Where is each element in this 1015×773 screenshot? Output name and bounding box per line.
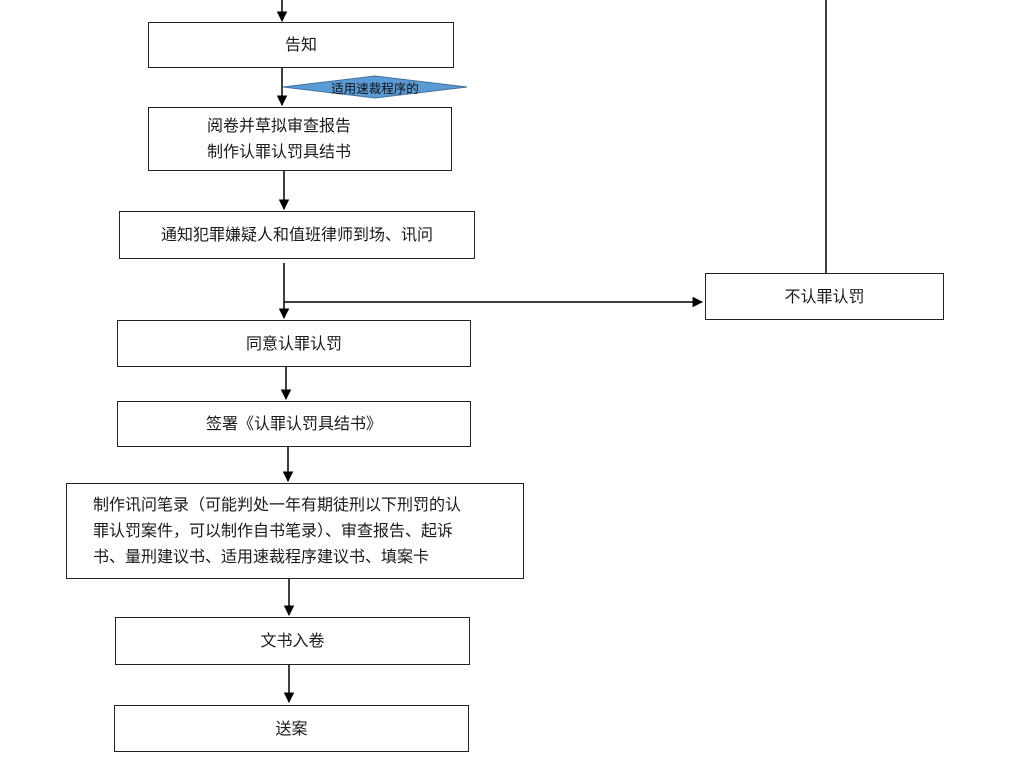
node-archive: 文书入卷 bbox=[115, 617, 470, 665]
node-notify: 告知 bbox=[148, 22, 454, 68]
speedy-condition-diamond bbox=[282, 75, 468, 99]
node-summon: 通知犯罪嫌疑人和值班律师到场、讯问 bbox=[119, 211, 475, 259]
node-agree-line-1: 同意认罪认罚 bbox=[245, 333, 342, 353]
node-documents: 制作讯问笔录（可能判处一年有期徒刑以下刑罚的认 罪认罚案件，可以制作自书笔录）、… bbox=[66, 483, 524, 579]
node-agree: 同意认罪认罚 bbox=[117, 320, 471, 367]
node-review-line-2: 制作认罪认罚具结书 bbox=[207, 142, 352, 161]
speedy-condition-label: 适用速裁程序的 bbox=[331, 80, 419, 96]
node-documents-line-2: 罪认罚案件，可以制作自书笔录）、审查报告、起诉 bbox=[93, 521, 454, 540]
node-submit-line-1: 送案 bbox=[275, 718, 308, 738]
node-submit: 送案 bbox=[114, 705, 469, 752]
node-disagree-line-1: 不认罪认罚 bbox=[784, 286, 865, 306]
node-archive-line-1: 文书入卷 bbox=[260, 631, 325, 650]
node-summon-line-1: 通知犯罪嫌疑人和值班律师到场、讯问 bbox=[160, 225, 433, 244]
node-review-line-1: 阅卷并草拟审查报告 bbox=[207, 116, 352, 135]
node-documents-line-3: 书、量刑建议书、适用速裁程序建议书、填案卡 bbox=[93, 547, 430, 566]
node-documents-line-1: 制作讯问笔录（可能判处一年有期徒刑以下刑罚的认 bbox=[93, 495, 462, 514]
node-sign-line-1: 签署《认罪认罚具结书》 bbox=[205, 414, 382, 433]
node-review: 阅卷并草拟审查报告 制作认罪认罚具结书 bbox=[148, 107, 452, 171]
node-sign: 签署《认罪认罚具结书》 bbox=[117, 401, 471, 447]
node-disagree: 不认罪认罚 bbox=[705, 273, 944, 320]
node-notify-line-1: 告知 bbox=[284, 35, 317, 54]
